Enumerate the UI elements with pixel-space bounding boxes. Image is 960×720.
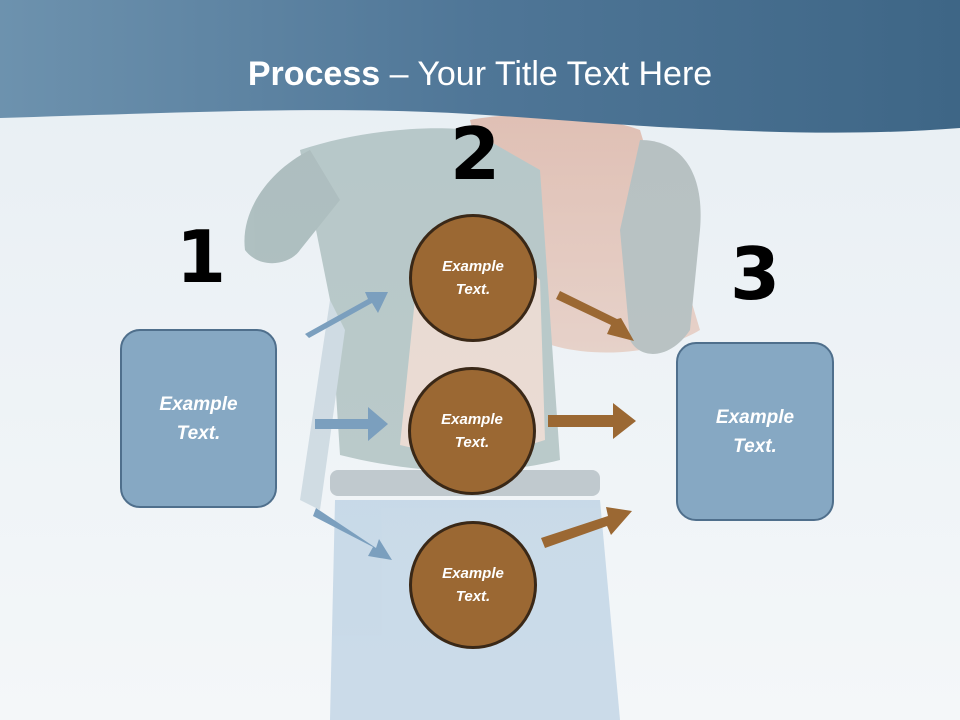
step-number-1: 1 [176,215,227,299]
title-bold: Process [247,55,381,93]
step-number-3: 3 [730,232,781,316]
circle-middle: Example Text. [408,367,536,495]
left-box-text: Example Text. [159,393,238,444]
left-box: Example Text. [120,329,277,508]
right-box-text: Example Text. [715,406,795,457]
arrow-left-to-top [305,292,388,338]
arrow-left-to-middle [315,407,388,441]
right-box: Example Text. [676,342,834,521]
arrow-bottom-to-right [541,507,632,548]
circle-middle-text: Example Text. [441,411,503,451]
title-rest: – Your Title Text Here [380,55,713,93]
circle-bottom: Example Text. [409,521,537,649]
arrow-top-to-right [556,291,634,341]
circle-top: Example Text. [409,214,537,342]
arrow-middle-to-right [548,403,636,439]
circle-top-text: Example Text. [442,258,504,298]
step-number-2: 2 [450,112,501,196]
arrow-left-to-bottom [313,508,392,560]
page-title: Process – Your Title Text Here [0,52,960,96]
circle-bottom-text: Example Text. [442,565,504,605]
